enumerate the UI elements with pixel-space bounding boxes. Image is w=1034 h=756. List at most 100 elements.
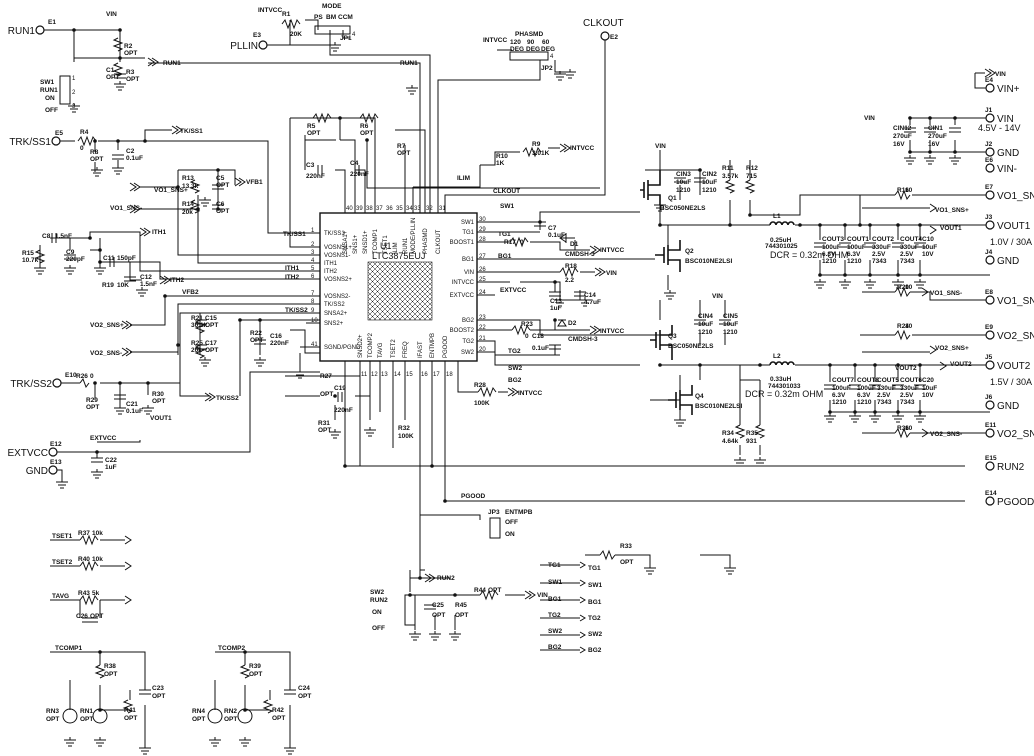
part-cin1-ref: CIN1 bbox=[928, 125, 943, 132]
ground-33 bbox=[869, 413, 881, 423]
part-r21-ref: R21 bbox=[191, 315, 203, 322]
terminal-j1[interactable] bbox=[985, 113, 995, 123]
junction-38 bbox=[858, 223, 862, 227]
junction-72 bbox=[343, 464, 347, 468]
junction-dots bbox=[72, 28, 957, 712]
part-c23-value: OPT bbox=[152, 693, 165, 700]
terminal-vin-label: VIN bbox=[997, 114, 1014, 125]
junction-46 bbox=[758, 363, 762, 367]
terminal-e4[interactable] bbox=[985, 83, 995, 93]
junction-12 bbox=[216, 207, 220, 211]
ic-pin-extvcc-name: EXTVCC bbox=[450, 293, 475, 299]
part-c2-ref: C2 bbox=[126, 148, 135, 155]
ground-46 bbox=[139, 745, 151, 755]
junction-25 bbox=[538, 220, 542, 224]
resistor-r16-symbol bbox=[894, 189, 911, 201]
ith1-wire-label: ITH1 bbox=[285, 265, 299, 272]
part-r14-ref: R14 bbox=[182, 201, 194, 208]
terminal-e11[interactable] bbox=[985, 428, 995, 438]
terminal-e8-ref: E8 bbox=[985, 289, 993, 296]
terminal-e2[interactable] bbox=[600, 31, 610, 41]
ic-pin-boost1-name: BOOST1 bbox=[450, 240, 475, 246]
part-r8-value: OPT bbox=[90, 156, 103, 163]
terminal-e14[interactable] bbox=[985, 496, 995, 506]
ground-50 bbox=[734, 457, 746, 467]
ground-19 bbox=[329, 429, 341, 439]
part-cin4-value: 10uF bbox=[698, 321, 713, 328]
run2-flag-label: RUN2 bbox=[437, 575, 455, 582]
terminal-j6[interactable] bbox=[985, 400, 995, 410]
junction-17 bbox=[176, 343, 180, 347]
terminal-j2[interactable] bbox=[985, 147, 995, 157]
ic-pin-9-num: 9 bbox=[311, 308, 315, 314]
terminal-vo1-sns-label: VO1_SNS+ bbox=[997, 191, 1034, 202]
terminal-e1[interactable] bbox=[35, 25, 45, 35]
terminal-gnd-label: GND bbox=[997, 401, 1019, 412]
part-c23-ref: C23 bbox=[152, 685, 164, 692]
resistor-r40-symbol bbox=[79, 560, 99, 572]
part-r44-value: OPT bbox=[488, 587, 501, 594]
ground-44 bbox=[64, 737, 76, 747]
cout-bank2-cap-3 bbox=[869, 384, 881, 390]
resistor-r4-symbol bbox=[77, 135, 97, 147]
jp3-body[interactable] bbox=[489, 517, 501, 539]
terminal-e3[interactable] bbox=[258, 40, 268, 50]
sns-right-flags bbox=[921, 203, 947, 438]
ic-pin-22-num: 22 bbox=[479, 325, 486, 331]
terminal-e15[interactable] bbox=[985, 461, 995, 471]
jp1-opt-ccm: CCM bbox=[338, 14, 353, 21]
terminal-j3[interactable] bbox=[985, 220, 995, 230]
part-r17-value: 0 bbox=[520, 239, 524, 246]
diode-d1-symbol bbox=[559, 233, 567, 243]
terminal-j5[interactable] bbox=[985, 360, 995, 370]
part-rn4-ref: RN4 bbox=[192, 708, 205, 715]
junction-54 bbox=[873, 410, 877, 414]
ic-pin-vosns2-name: VOSNS2- bbox=[324, 294, 350, 300]
jp2-body[interactable] bbox=[509, 51, 549, 61]
ic-pin-tk-ss2-name: TK/SS2 bbox=[324, 302, 345, 308]
ground-52 bbox=[406, 85, 418, 95]
terminal-e9[interactable] bbox=[985, 330, 995, 340]
part-c14-value: 4.7uF bbox=[584, 299, 601, 306]
part-cin2-rating: 1210 bbox=[702, 187, 717, 194]
ic-pin-sgnd-pgnd-name: SGND/PGND bbox=[324, 345, 361, 351]
terminal-e13[interactable] bbox=[48, 465, 58, 475]
extvcc-wire-label: EXTVCC bbox=[500, 287, 527, 294]
terminal-e12[interactable] bbox=[48, 447, 58, 457]
part-r26-value: 0 bbox=[90, 373, 94, 380]
terminal-e7[interactable] bbox=[985, 190, 995, 200]
ic-pin-bg1-name: BG1 bbox=[462, 257, 475, 263]
jp1-body[interactable] bbox=[314, 25, 351, 35]
capacitor-c21-symbol bbox=[114, 394, 126, 400]
junction-52 bbox=[828, 410, 832, 414]
terminal-j3-ref: J3 bbox=[985, 214, 993, 221]
terminal-e3-ref: E3 bbox=[253, 32, 261, 39]
junction-66 bbox=[98, 650, 102, 654]
ic-pin-7-num: 7 bbox=[311, 291, 315, 297]
ith1-flag bbox=[139, 227, 151, 237]
ground-18 bbox=[56, 479, 68, 489]
part-r18-ref: R18 bbox=[565, 263, 577, 270]
junction-43 bbox=[918, 273, 922, 277]
jp1-opt-ps: PS bbox=[314, 14, 323, 21]
bg2-list-left: BG2 bbox=[548, 644, 562, 651]
terminal-e5[interactable] bbox=[51, 136, 61, 146]
ground-7 bbox=[34, 265, 46, 275]
part-r13-ref: R13 bbox=[182, 175, 194, 182]
part-r41-value: OPT bbox=[124, 715, 137, 722]
sw1-body[interactable] bbox=[59, 75, 71, 105]
junction-44 bbox=[658, 363, 662, 367]
terminal-e10[interactable] bbox=[52, 378, 62, 388]
ground-10 bbox=[136, 287, 148, 297]
terminal-gnd-label: GND bbox=[997, 148, 1019, 159]
terminal-e5-ref: E5 bbox=[55, 130, 63, 137]
sw2-body[interactable] bbox=[404, 594, 416, 626]
terminal-e6[interactable] bbox=[985, 163, 995, 173]
capacitor-c25-symbol bbox=[424, 604, 436, 610]
part-c17-value: OPT bbox=[205, 347, 218, 354]
part-c20-ref: C20 bbox=[922, 377, 934, 384]
terminal-j4[interactable] bbox=[985, 255, 995, 265]
part-cout1-v-rating: 6.3V bbox=[847, 251, 861, 258]
terminal-e8[interactable] bbox=[985, 295, 995, 305]
vin-q3-label: VIN bbox=[712, 293, 723, 300]
